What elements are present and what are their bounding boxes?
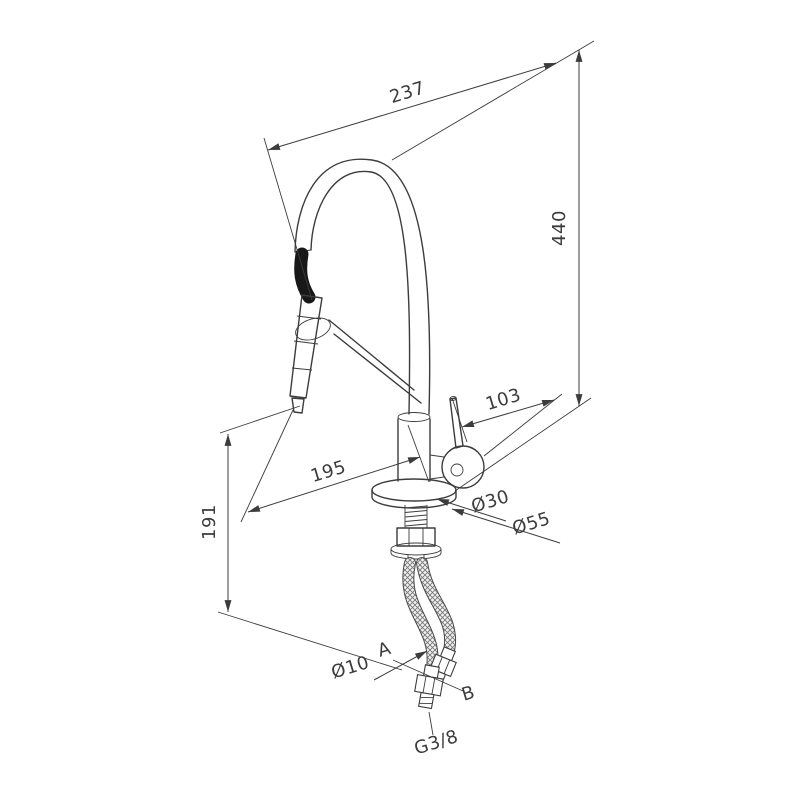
supply-hose-b [416,557,457,657]
dim-195-label: 195 [308,456,348,487]
flexible-hose [294,247,316,304]
dim-outlet-offset: 195 [240,409,430,523]
handle [429,396,485,489]
dim-connection-thread: G3/8 [412,711,461,759]
dim-191-label: 191 [199,504,220,540]
dim-d30-label: Ø30 [469,486,512,517]
dim-handle-offset: 103 [451,384,563,457]
dim-d55-label: Ø55 [510,508,553,539]
spout-arc [294,158,431,415]
dim-base-diameter: Ø55 [451,508,561,544]
dim-hose-diameter: Ø10 [329,650,428,683]
hose-a-label: A [375,638,394,662]
supply-hose-a [402,557,439,674]
thread-label: G3/8 [412,726,461,759]
dim-440-label: 440 [549,210,570,246]
hose-labels: A B [375,638,477,706]
dim-hose-drop: 191 [199,405,403,671]
base-flange [371,478,457,509]
dim-d10-label: Ø10 [329,652,372,683]
spray-head-holder-arm [295,317,422,404]
dim-spout-reach: 237 [263,40,595,301]
hose-b-label: B [459,682,477,706]
dim-total-height: 440 [454,50,592,492]
mounting-hardware [390,505,442,563]
spray-head [289,294,323,414]
